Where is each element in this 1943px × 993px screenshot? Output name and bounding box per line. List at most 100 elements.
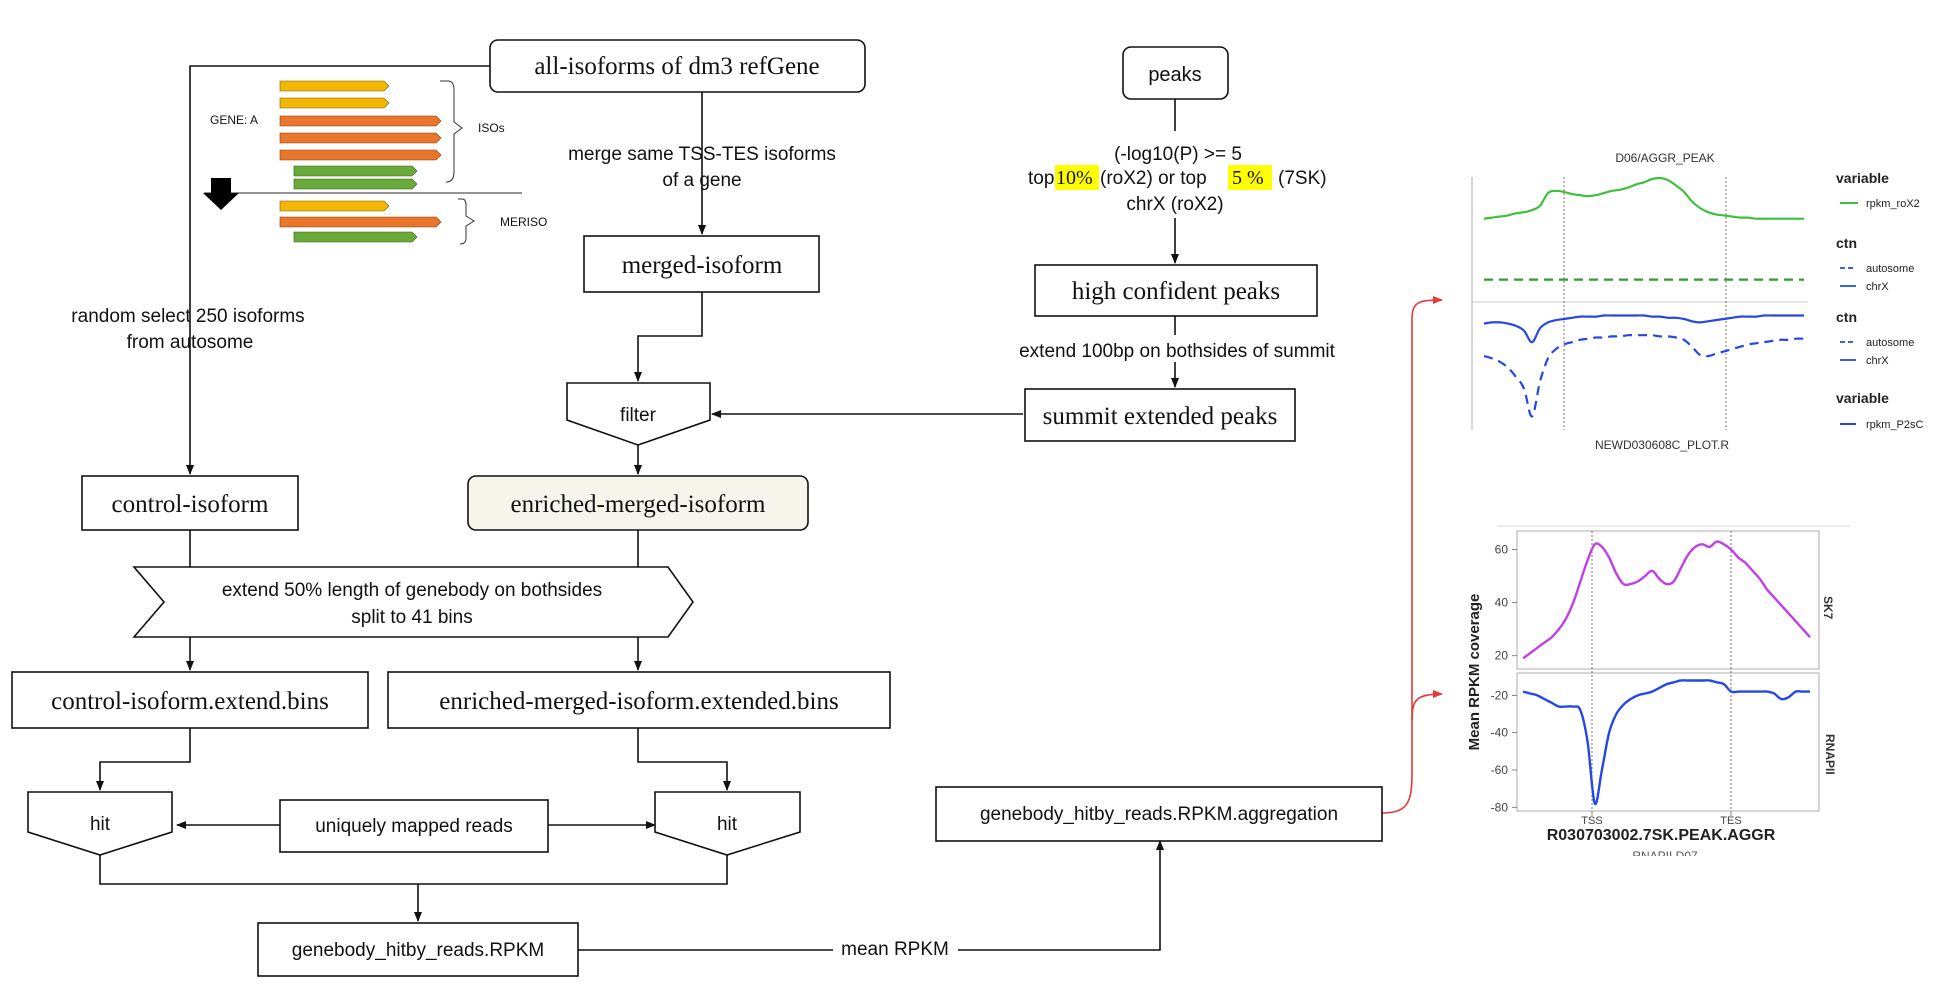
down-arrow-icon xyxy=(203,178,239,210)
uniquely-mapped-label: uniquely mapped reads xyxy=(315,816,513,837)
legend-title-variable-2: variable xyxy=(1836,390,1889,406)
legend-item-autosome-2: autosome xyxy=(1866,337,1914,349)
plot1-title: D06/AGGR_PEAK xyxy=(1615,151,1714,165)
highlight-5-percent xyxy=(1228,165,1272,190)
plot2-line-rnapii xyxy=(1522,679,1810,806)
isos-label: ISOs xyxy=(478,121,505,135)
iso-bar-green-1 xyxy=(293,165,418,177)
connector-red-branch xyxy=(1381,296,1443,814)
plot2-top-panel xyxy=(1516,530,1820,670)
iso-bar-orange-3 xyxy=(279,149,442,161)
box-enriched-bins: enriched-merged-isoform.extended.bins xyxy=(387,671,891,729)
plot2-y-title: Mean RPKM coverage xyxy=(1466,594,1483,751)
enriched-bins-label: enriched-merged-isoform.extended.bins xyxy=(439,688,838,715)
box-filter: filter xyxy=(566,382,711,446)
legend-item-P2sC: rpkm_P2sC xyxy=(1866,419,1924,431)
control-isoform-label: control-isoform xyxy=(112,491,269,518)
plot2-bottom-panel xyxy=(1516,672,1820,812)
plot2-line-sk7 xyxy=(1522,540,1811,660)
merge-same-label-2: of a gene xyxy=(662,170,741,191)
box-hit-left: hit xyxy=(27,791,173,856)
plot1-line-chrX-bottom xyxy=(1483,314,1804,344)
extend-100bp-label: extend 100bp on bothsides of summit xyxy=(1019,341,1336,362)
gene-a-label: GENE: A xyxy=(210,113,258,127)
summit-extended-label: summit extended peaks xyxy=(1043,403,1278,430)
isoform-inset: GENE: A ISOs MERISO xyxy=(203,80,547,245)
box-aggregation: genebody_hitby_reads.RPKM.aggregation xyxy=(935,786,1383,842)
plot2-strip-rnapii: RNAPII xyxy=(1823,734,1837,775)
aggregation-label: genebody_hitby_reads.RPKM.aggregation xyxy=(980,804,1338,825)
hit-left-label: hit xyxy=(90,814,111,835)
plot2-ytick-label-top-2: 20 xyxy=(1495,649,1509,663)
plot2-ytick-label-bottom-0: -20 xyxy=(1491,688,1509,702)
meriso-bar-orange xyxy=(279,216,442,228)
enriched-merged-isoform-label: enriched-merged-isoform xyxy=(511,491,767,518)
box-summit-extended: summit extended peaks xyxy=(1024,388,1296,442)
plot1-legend: variable rpkm_roX2 ctn autosome chrX ctn… xyxy=(1836,170,1924,431)
connectors xyxy=(96,65,1179,951)
mean-rpkm-label: mean RPKM xyxy=(841,939,949,960)
plot-aggr-peak: D06/AGGR_PEAK NEWD030608C_PLOT.R variabl… xyxy=(1471,151,1924,452)
all-isoforms-label: all-isoforms of dm3 refGene xyxy=(534,53,819,80)
meriso-bar-green xyxy=(293,231,418,243)
iso-bar-orange-2 xyxy=(279,132,442,144)
connector-red-branch-lower xyxy=(1411,690,1443,721)
box-control-bins: control-isoform.extend.bins xyxy=(11,671,369,729)
legend-title-variable-1: variable xyxy=(1836,170,1889,186)
box-hit-right: hit xyxy=(654,791,801,856)
plot2-xtick-label-1: TES xyxy=(1720,815,1741,827)
legend-title-ctn-2: ctn xyxy=(1836,309,1857,325)
criteria-top: top xyxy=(1028,168,1054,189)
plot2-ytick-label-bottom-2: -60 xyxy=(1491,763,1509,777)
plot2-ytick-label-top-0: 60 xyxy=(1495,543,1509,557)
connector-all-to-control xyxy=(186,65,490,475)
isos-bracket xyxy=(440,80,463,183)
plot2-ytick-label-bottom-1: -40 xyxy=(1491,726,1509,740)
rpkm-label: genebody_hitby_reads.RPKM xyxy=(292,940,544,961)
box-control-isoform: control-isoform xyxy=(81,475,299,531)
legend-item-autosome-1: autosome xyxy=(1866,263,1914,275)
connector-merged-to-filter xyxy=(634,292,703,382)
extend-label-1: extend 50% length of genebody on bothsid… xyxy=(222,580,602,601)
iso-bar-orange-1 xyxy=(279,115,442,127)
connector-hits-merge xyxy=(99,855,728,885)
box-uniquely-mapped: uniquely mapped reads xyxy=(279,799,549,853)
connector-rpkm-to-aggregation-b xyxy=(958,840,1164,951)
plot1-line-autosome-bottom xyxy=(1483,334,1805,418)
criteria-end: (7SK) xyxy=(1278,168,1327,189)
meriso-label: MERISO xyxy=(500,215,547,229)
criteria-10-percent: 10% xyxy=(1056,167,1093,189)
meriso-bar-yellow xyxy=(279,200,390,212)
highlight-10-percent xyxy=(1055,165,1099,190)
control-bins-label: control-isoform.extend.bins xyxy=(51,688,329,715)
connector-enrichedbins-to-hit xyxy=(637,728,731,791)
high-confident-label: high confident peaks xyxy=(1072,278,1280,305)
plot2-clipped-caption-wrap: RNAPII D07 xyxy=(1632,849,1698,863)
plot2-xtick-label-0: TSS xyxy=(1581,815,1602,827)
random-select-label-1: random select 250 isoforms xyxy=(71,306,304,327)
box-peaks: peaks xyxy=(1122,46,1229,100)
legend-item-chrX-2: chrX xyxy=(1866,355,1889,367)
iso-bar-green-2 xyxy=(293,178,418,190)
box-extend-bins: extend 50% length of genebody on bothsid… xyxy=(132,566,694,638)
plot1-bottom-label: NEWD030608C_PLOT.R xyxy=(1595,438,1729,452)
criteria-5-percent: 5 % xyxy=(1232,167,1264,189)
box-rpkm: genebody_hitby_reads.RPKM xyxy=(257,922,579,977)
plot1-line-roX2 xyxy=(1483,176,1804,220)
plot2-clipped-caption: RNAPII D07 xyxy=(1632,849,1698,863)
plot2-ytick-label-top-1: 40 xyxy=(1495,596,1509,610)
merged-isoform-label: merged-isoform xyxy=(622,252,783,279)
box-enriched-merged-isoform: enriched-merged-isoform xyxy=(467,475,809,531)
criteria-block: (-log10(P) >= 5 top 10% (roX2) or top 5 … xyxy=(1028,144,1327,215)
iso-bar-yellow-2 xyxy=(279,97,390,109)
box-merged-isoform: merged-isoform xyxy=(583,235,820,293)
criteria-line-3: chrX (roX2) xyxy=(1126,194,1223,215)
peaks-label: peaks xyxy=(1148,64,1201,86)
meriso-bracket xyxy=(458,198,475,245)
merge-same-label-1: merge same TSS-TES isoforms xyxy=(568,144,836,165)
connector-controlbins-to-hit xyxy=(96,728,191,791)
plot1-series-group xyxy=(1483,176,1805,418)
